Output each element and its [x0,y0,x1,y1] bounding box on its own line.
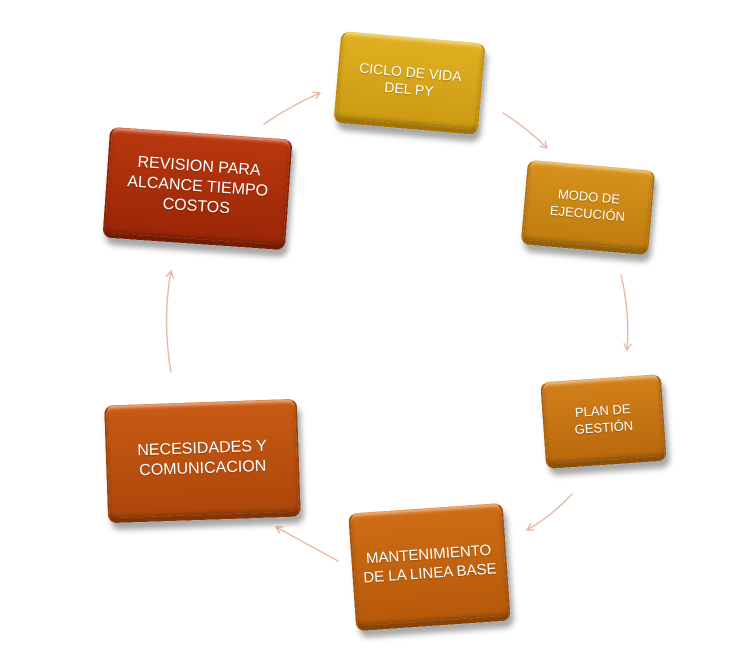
arrow-n2-to-n3 [620,274,632,351]
arrow-n3-to-n4 [526,493,573,531]
node-ciclo-de-vida: CICLO DE VIDA DEL PY [333,30,486,136]
arrow-n5-to-n6 [165,270,175,373]
node-mantenimiento-linea-base: MANTENIMIENTO DE LA LINEA BASE [348,502,511,632]
arrow-n4-to-n5 [275,526,339,562]
node-ciclo-de-vida-label: CICLO DE VIDA DEL PY [358,59,463,100]
node-plan-de-gestion: PLAN DE GESTIÓN [540,373,667,470]
arrow-n1-to-n2 [502,112,548,149]
node-modo-de-ejecucion-label: MODO DE EJECUCIÓN [549,186,626,224]
node-plan-de-gestion-label: PLAN DE GESTIÓN [574,401,634,437]
node-revision-alcance-label: REVISION PARA ALCANCE TIEMPO COSTOS [126,153,269,217]
node-revision-alcance: REVISION PARA ALCANCE TIEMPO COSTOS [102,126,293,251]
node-mantenimiento-linea-base-label: MANTENIMIENTO DE LA LINEA BASE [362,541,498,587]
node-necesidades-comunicacion: NECESIDADES Y COMUNICACION [103,398,302,524]
node-modo-de-ejecucion: MODO DE EJECUCIÓN [520,159,656,256]
node-necesidades-comunicacion-label: NECESIDADES Y COMUNICACION [137,437,268,480]
arrow-n6-to-n1 [263,91,321,125]
